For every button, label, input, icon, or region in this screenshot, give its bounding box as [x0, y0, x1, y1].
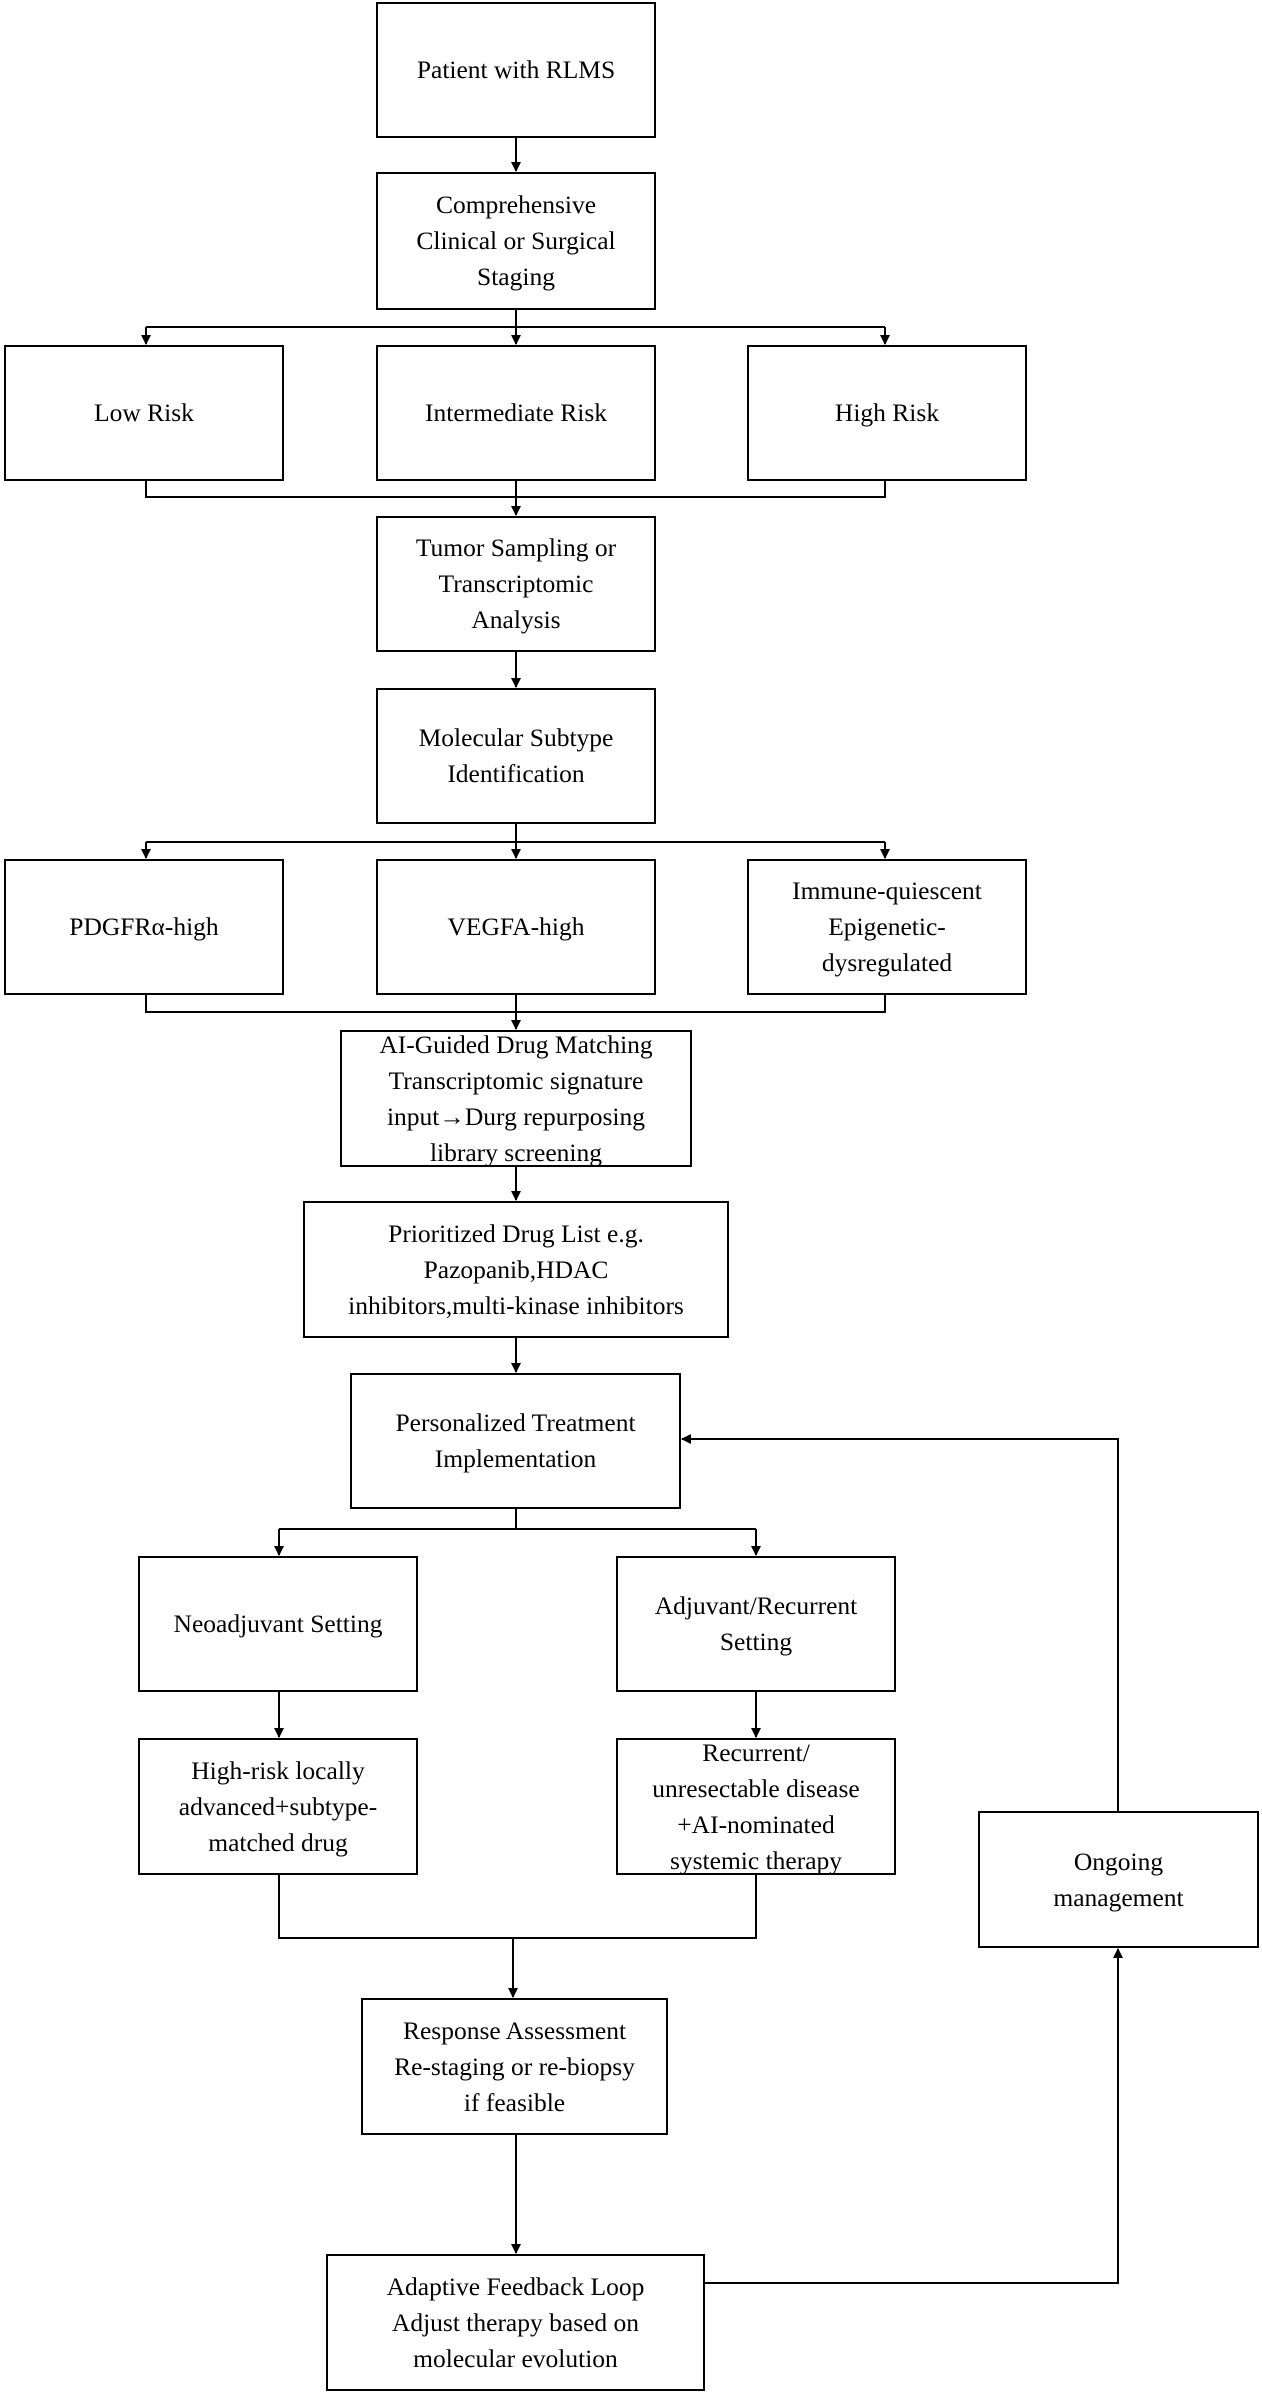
node-text: High Risk — [835, 395, 939, 431]
node-label-line: Identification — [447, 759, 585, 788]
node-text: Low Risk — [94, 395, 194, 431]
node-label-line: Intermediate Risk — [425, 398, 607, 427]
patient-with-rlms-box: Patient with RLMS — [376, 2, 656, 138]
node-label-line: Low Risk — [94, 398, 194, 427]
node-label-line: Recurrent/ — [702, 1737, 810, 1767]
node-label-line: Transcriptomic — [438, 569, 594, 598]
high-risk-box: High Risk — [747, 345, 1027, 481]
intermediate-risk-box: Intermediate Risk — [376, 345, 656, 481]
node-label-line: advanced+subtype- — [178, 1791, 378, 1821]
low-risk-box: Low Risk — [4, 345, 284, 481]
pdgfra-high-box: PDGFRα-high — [4, 859, 284, 995]
node-label-line: Tumor Sampling or — [415, 533, 617, 562]
node-label-line: VEGFA-high — [447, 912, 585, 941]
node-label-line: Response Assessment — [402, 2015, 627, 2045]
node-label-line: input→Durg repurposing — [386, 1101, 646, 1131]
ongoing-management-box: Ongoing management — [978, 1811, 1259, 1948]
node-label-line: Comprehensive — [435, 190, 597, 219]
node-label-line: management — [1053, 1882, 1184, 1912]
arrow-adaptive-to-ongoing — [705, 1948, 1123, 2284]
node-label-line: Molecular Subtype — [418, 723, 614, 752]
node-label-line: Adaptive Feedback Loop — [386, 2271, 645, 2301]
node-text: Recurrent/unresectable disease +AI-nomina… — [652, 1735, 859, 1879]
node-label-line: inhibitors,multi-kinase inhibitors — [348, 1290, 684, 1320]
high-risk-locally-advanced-box: High-risk locally advanced+subtype-matche… — [138, 1738, 418, 1875]
node-label-line: Implementation — [434, 1444, 597, 1473]
node-text: Intermediate Risk — [425, 395, 607, 431]
node-label-line: Transcriptomic signature — [388, 1065, 644, 1095]
node-label-line: if feasible — [463, 2087, 566, 2117]
node-label-line: +AI-nominated — [677, 1809, 835, 1839]
neoadjuvant-setting-box: Neoadjuvant Setting — [138, 1556, 418, 1692]
node-label-line: Neoadjuvant Setting — [173, 1609, 383, 1638]
merge-details-to-response — [278, 1875, 757, 1939]
node-label-line: Immune-quiescent — [792, 876, 982, 905]
node-label-line: dysregulated — [821, 948, 953, 977]
node-label-line: molecular evolution — [413, 2343, 618, 2373]
node-label-line: Adjust therapy based on — [391, 2307, 640, 2337]
node-label-line: Prioritized Drug List e.g. — [388, 1218, 644, 1248]
node-label-line: AI-Guided Drug Matching — [379, 1029, 653, 1059]
node-text: PDGFRα-high — [69, 909, 218, 945]
node-text: VEGFA-high — [448, 909, 585, 945]
prioritized-drug-list-box: Prioritized Drug List e.g. Pazopanib,HDAC… — [303, 1201, 729, 1338]
node-text: High-risk locally advanced+subtype-matche… — [179, 1753, 377, 1861]
node-label-line: Patient with RLMS — [416, 55, 616, 84]
node-label-line: Personalized Treatment — [395, 1408, 636, 1437]
node-label-line: unresectable disease — [652, 1773, 860, 1803]
node-label-line: matched drug — [208, 1827, 348, 1857]
node-label-line: High Risk — [834, 398, 940, 427]
arrow-ongoing-to-personal — [681, 1434, 1119, 1811]
node-text: Prioritized Drug List e.g. Pazopanib,HDAC… — [348, 1216, 684, 1324]
node-label-line: Staging — [477, 262, 555, 291]
node-text: Patient with RLMS — [417, 52, 615, 88]
node-label-line: Analysis — [471, 605, 561, 634]
recurrent-unresectable-box: Recurrent/unresectable disease +AI-nomina… — [616, 1738, 896, 1875]
node-label-line: Epigenetic- — [828, 912, 946, 941]
node-label-line: Pazopanib,HDAC — [423, 1254, 609, 1284]
node-label-line: Setting — [719, 1627, 793, 1656]
node-label-line: PDGFRα-high — [69, 912, 219, 941]
node-label-line: Clinical or Surgical — [416, 226, 616, 255]
vegfa-high-box: VEGFA-high — [376, 859, 656, 995]
split-personal-to-settings — [279, 1509, 756, 1530]
node-label-line: High-risk locally — [191, 1755, 365, 1785]
node-label-line: library screening — [429, 1137, 603, 1167]
node-text: Neoadjuvant Setting — [174, 1606, 383, 1642]
node-label-line: Re-staging or re-biopsy — [394, 2051, 635, 2081]
node-label-line: Adjuvant/Recurrent — [654, 1591, 858, 1620]
node-label-line: systemic therapy — [669, 1845, 843, 1875]
node-text: Ongoing management — [1053, 1844, 1183, 1916]
node-label-line: Ongoing — [1073, 1846, 1164, 1876]
